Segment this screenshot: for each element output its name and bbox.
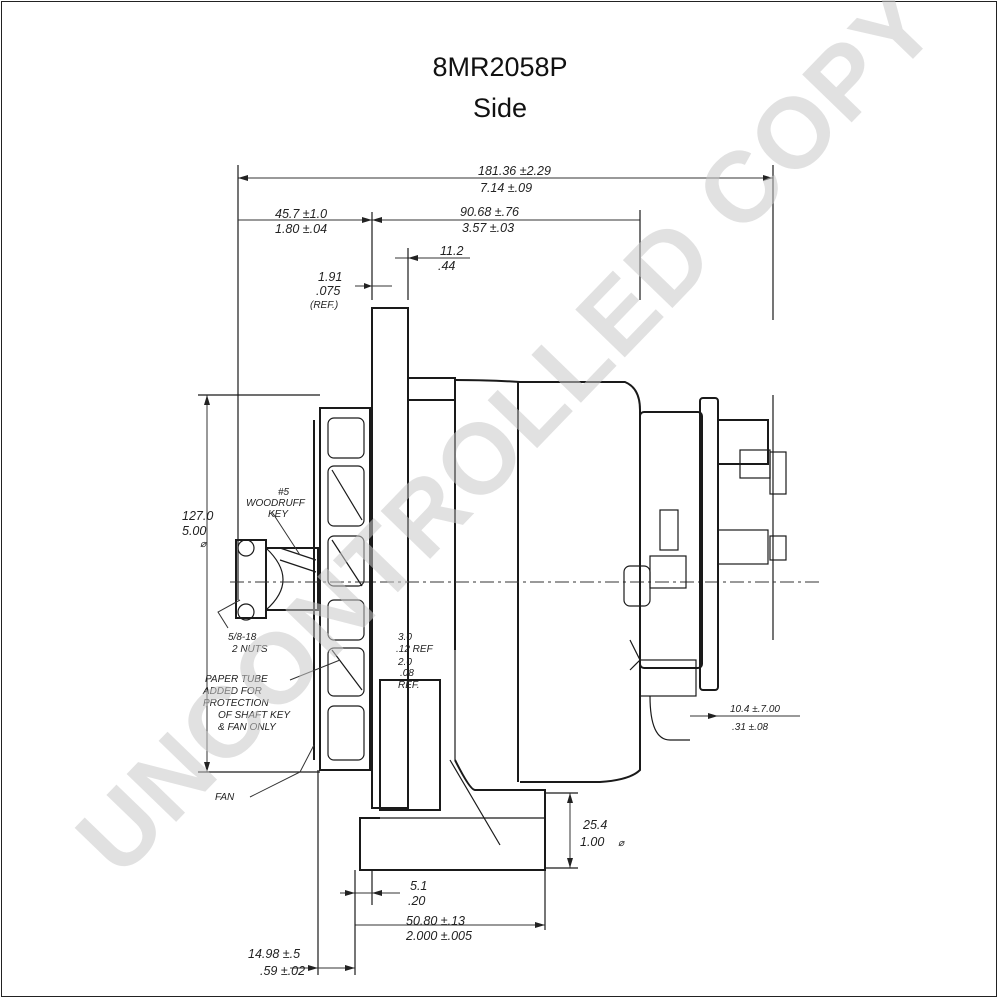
rear-terminal-cover <box>623 397 787 741</box>
flange-thickness-in: .075 <box>316 284 340 298</box>
ear-thickness-mm: 5.1 <box>410 879 427 893</box>
hole-mm: 25.4 <box>582 818 607 832</box>
ear-span-in: 2.000 ±.005 <box>405 929 472 943</box>
rear-length-in: 3.57 ±.03 <box>462 221 514 235</box>
front-rear-dimension <box>238 210 641 300</box>
base-dimension <box>290 770 356 975</box>
key-note-1: #5 <box>278 487 290 498</box>
tube-note-4: OF SHAFT KEY <box>218 710 291 721</box>
pulley-diameter-mm: 127.0 <box>182 509 213 523</box>
gap2-in: .08 <box>400 668 414 679</box>
ear-thickness-in: .20 <box>408 894 425 908</box>
rear-length-mm: 90.68 ±.76 <box>460 205 519 219</box>
terminal-mm: 10.4 ±.7.00 <box>730 704 780 715</box>
front-length-in: 1.80 ±.04 <box>275 222 327 236</box>
hole-symbol: ⌀ <box>618 838 625 849</box>
base-in: .59 ±.02 <box>260 964 305 978</box>
overall-length-mm: 181.36 ±2.29 <box>478 164 551 178</box>
mount-offset-in: .44 <box>438 259 455 273</box>
tube-note-3: PROTECTION <box>203 698 269 709</box>
terminal-in: .31 ±.08 <box>732 722 769 733</box>
pulley-fan-assembly <box>313 407 371 771</box>
tube-note-2: ADDED FOR <box>202 686 262 697</box>
pulley-diameter-in: 5.00 <box>182 524 206 538</box>
front-length-mm: 45.7 ±1.0 <box>275 207 327 221</box>
overall-length-in: 7.14 ±.09 <box>480 181 532 195</box>
tube-note-5: & FAN ONLY <box>218 722 277 733</box>
thread-leader <box>217 599 241 629</box>
terminal-dimension <box>690 713 800 719</box>
base-mm: 14.98 ±.5 <box>248 947 300 961</box>
ear-span-mm: 50.80 ±.13 <box>406 914 465 928</box>
alternator-housing <box>371 307 641 809</box>
gap2-mm: 2.0 <box>397 657 412 668</box>
ear-span-dimension <box>355 870 546 930</box>
pulley-diameter-symbol: ⌀ <box>200 539 207 550</box>
view-title: Side <box>472 93 528 123</box>
flange-thickness-dimension <box>355 283 392 289</box>
uncontrolled-copy-watermark: UNCONTROLLED COPY <box>55 0 958 895</box>
tube-note-1: PAPER TUBE <box>205 674 268 685</box>
hole-dimension <box>545 792 578 869</box>
key-note-2: WOODRUFF <box>246 498 306 509</box>
ear-thickness-dimension <box>340 870 400 905</box>
thread-note-1: 5/8-18 <box>228 632 257 643</box>
key-leader <box>271 511 301 556</box>
hole-in: 1.00 <box>580 835 604 849</box>
mount-offset-dimension <box>395 248 470 300</box>
flange-thickness-note: (REF.) <box>310 300 338 311</box>
fan-label: FAN <box>215 792 235 803</box>
flange-thickness-mm: 1.91 <box>318 270 342 284</box>
thread-note-2: 2 NUTS <box>231 644 268 655</box>
mount-offset-mm: 11.2 <box>440 244 463 258</box>
mounting-ear <box>359 679 546 871</box>
fan-leader <box>249 744 315 798</box>
gap1-mm: 3.0 <box>398 632 412 643</box>
key-note-3: KEY <box>268 509 289 520</box>
gap1-in: .12 REF <box>396 644 434 655</box>
shaft-and-nuts <box>235 539 319 621</box>
part-number-title: 8MR2058P <box>432 52 568 82</box>
tube-leader <box>289 659 341 681</box>
overall-length-dimension <box>237 165 774 640</box>
gap2-note: REF. <box>398 680 420 691</box>
